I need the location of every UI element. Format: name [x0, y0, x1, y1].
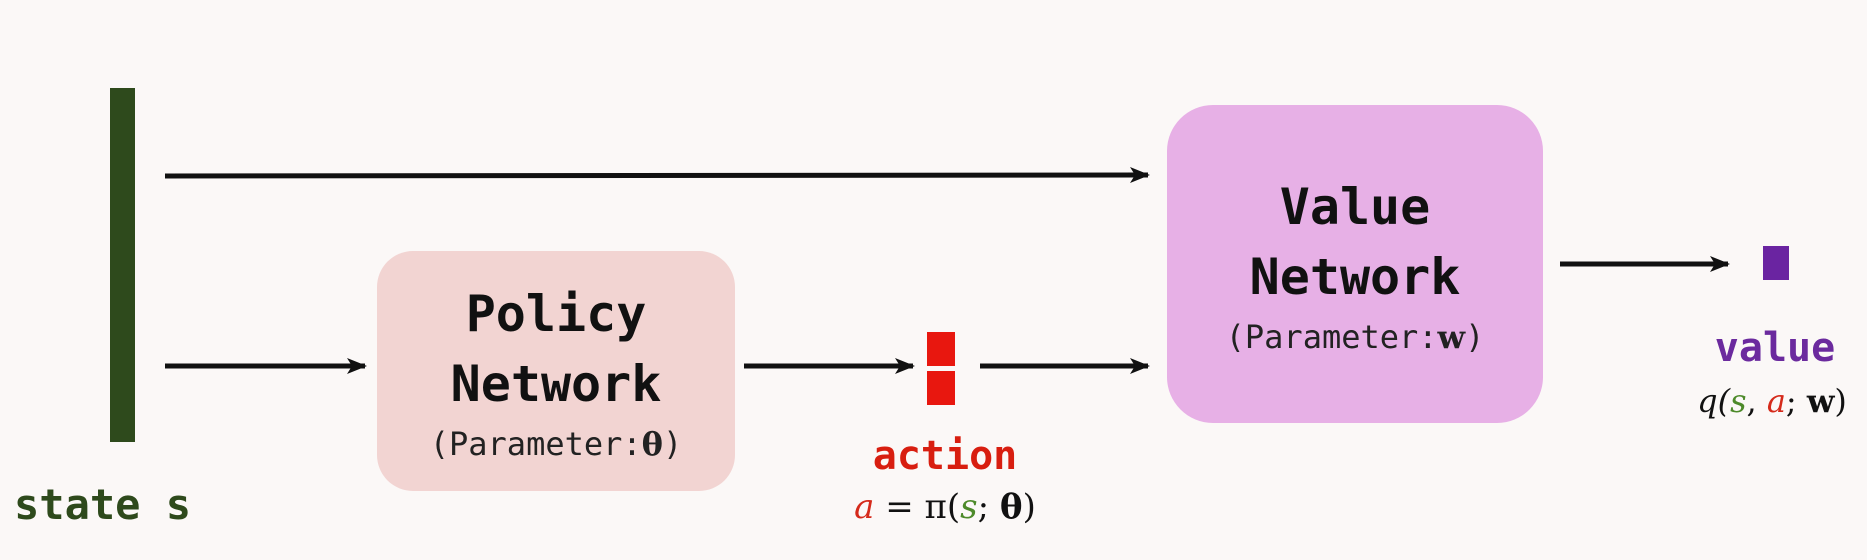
value-network-box: Value Network (Parameter:w) — [1167, 105, 1543, 423]
value-formula-w: w — [1806, 382, 1835, 420]
value-param-suffix: ) — [1465, 318, 1485, 356]
action-label: action — [872, 433, 1018, 479]
policy-network-title-line2: Network — [450, 355, 662, 413]
value-output-block — [1763, 246, 1789, 280]
action-block-top — [927, 332, 955, 366]
policy-param-symbol: θ — [641, 425, 663, 463]
value-formula: q(s, a; w) — [1682, 385, 1862, 417]
state-label: state s — [14, 480, 192, 529]
policy-param-suffix: ) — [663, 425, 683, 463]
action-formula-theta: θ — [999, 487, 1023, 527]
action-formula: a = π(s; θ) — [830, 490, 1060, 524]
value-formula-close: ) — [1834, 382, 1847, 420]
policy-network-title-line1: Policy — [465, 285, 647, 343]
policy-network-parameter: (Parameter:θ) — [430, 425, 683, 463]
action-formula-eq: = π( — [874, 487, 961, 527]
action-formula-a: a — [854, 487, 875, 527]
action-block-bottom — [927, 371, 955, 405]
value-param-symbol: w — [1437, 318, 1466, 356]
action-formula-close: ) — [1022, 487, 1036, 527]
action-formula-s: s — [960, 487, 978, 527]
policy-param-prefix: (Parameter: — [429, 425, 642, 463]
value-formula-c2: ; — [1785, 382, 1807, 420]
state-vector — [110, 88, 135, 442]
value-network-title-line2: Network — [1249, 248, 1461, 306]
value-param-prefix: (Parameter: — [1225, 318, 1438, 356]
value-network-title-line1: Value — [1279, 178, 1431, 236]
value-formula-a: a — [1766, 382, 1786, 420]
value-label: value — [1714, 325, 1836, 371]
policy-network-box: Policy Network (Parameter:θ) — [377, 251, 735, 491]
value-network-parameter: (Parameter:w) — [1226, 318, 1485, 356]
action-formula-sep: ; — [977, 487, 1000, 527]
value-formula-c1: , — [1746, 382, 1767, 420]
value-formula-q: q( — [1697, 382, 1731, 420]
value-formula-s: s — [1730, 382, 1747, 420]
arrow-state-to-value — [164, 167, 1150, 184]
